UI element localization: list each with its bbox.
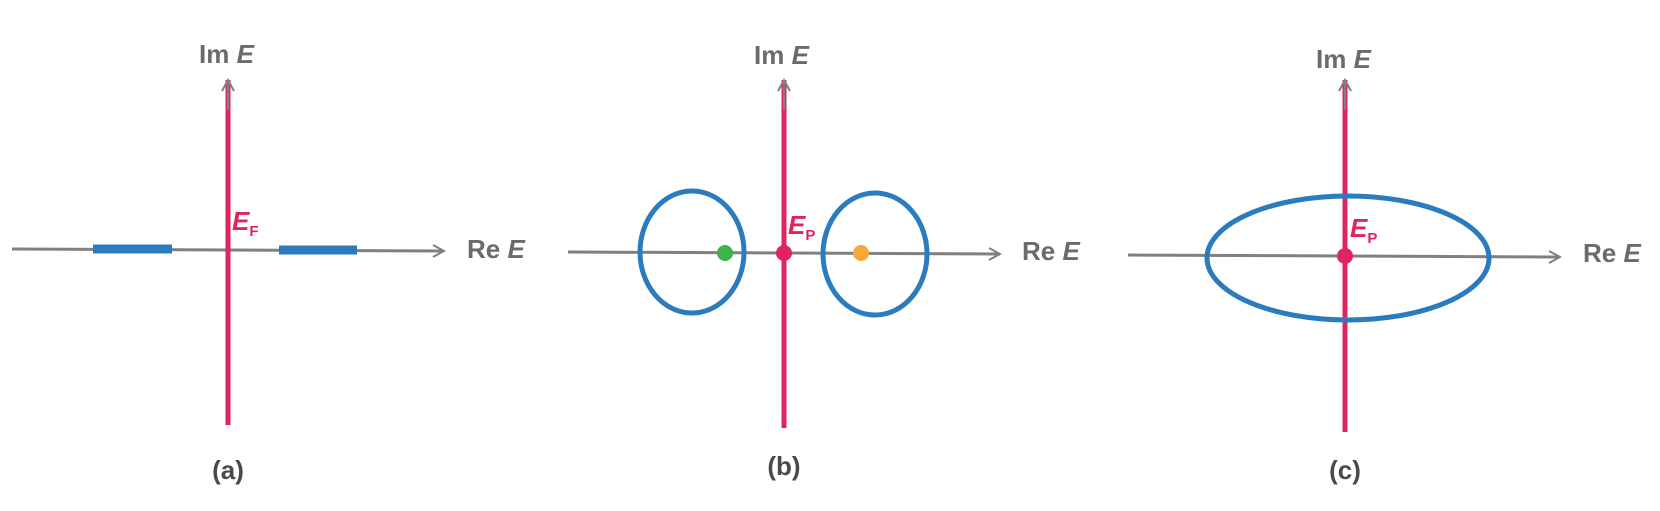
panel-label-a: (a) bbox=[212, 455, 244, 485]
re-axis-label: Re E bbox=[1022, 236, 1080, 266]
spectrum-loop-large bbox=[1204, 193, 1492, 323]
point-marker-green bbox=[717, 245, 733, 261]
panel-label-b: (b) bbox=[767, 451, 800, 481]
point-marker-orange bbox=[853, 245, 869, 261]
im-axis-label: Im E bbox=[1316, 44, 1372, 74]
point-gap-energy-label: EP bbox=[788, 210, 815, 244]
point-marker-magenta bbox=[1337, 248, 1353, 264]
re-axis-label: Re E bbox=[467, 234, 525, 264]
panel-c: Im E Re E EP (c) bbox=[1127, 44, 1641, 485]
re-axis-label: Re E bbox=[1583, 238, 1641, 268]
fermi-energy-label: EF bbox=[232, 206, 259, 240]
point-gap-energy-label: EP bbox=[1350, 213, 1377, 247]
spectrum-loop-left bbox=[637, 188, 747, 316]
im-axis-label: Im E bbox=[754, 40, 810, 70]
point-marker-magenta bbox=[776, 245, 792, 261]
panel-label-c: (c) bbox=[1329, 455, 1361, 485]
panel-b: Im E Re E EP (b) bbox=[567, 40, 1080, 481]
panel-a: Im E Re E EF (a) bbox=[11, 39, 525, 485]
im-axis-label: Im E bbox=[199, 39, 255, 69]
spectrum-loop-right bbox=[820, 190, 930, 318]
